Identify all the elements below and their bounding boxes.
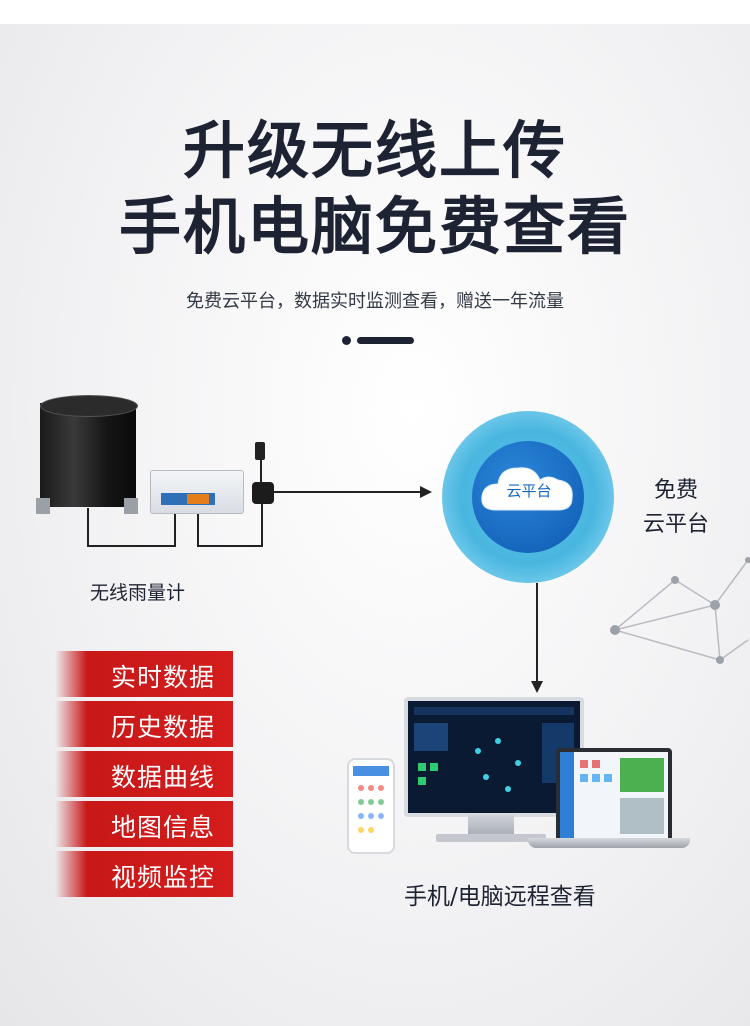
headline-line2: 手机电脑免费查看 <box>118 190 631 263</box>
controller-accent <box>187 494 209 504</box>
feature-label: 视频监控 <box>110 863 215 892</box>
gauge-rim <box>40 395 138 417</box>
feature-data-curve: 数据曲线 <box>55 751 233 797</box>
feature-label: 实时数据 <box>110 663 215 692</box>
free-cloud-label-line2: 云平台 <box>642 512 709 537</box>
feature-video-monitoring: 视频监控 <box>55 851 233 897</box>
power-adapter-icon <box>252 482 274 504</box>
network-decoration-icon <box>610 557 750 664</box>
arrow-right-icon <box>274 486 432 498</box>
data-controller <box>150 470 244 514</box>
divider-dot <box>342 336 351 345</box>
monitor-base <box>436 834 546 842</box>
cloud-badge-label: 云平台 <box>506 482 552 500</box>
feature-label: 地图信息 <box>110 813 215 842</box>
gauge-label: 无线雨量计 <box>90 582 186 604</box>
gauge-leg-right <box>124 498 138 514</box>
subtitle: 免费云平台，数据实时监测查看，赠送一年流量 <box>186 291 564 312</box>
laptop-base <box>528 838 690 848</box>
arrow-down-icon <box>531 583 543 693</box>
laptop-dashboard <box>560 752 664 840</box>
monitor-dashboard <box>414 707 574 792</box>
monitor-stand <box>468 815 514 837</box>
free-cloud-label: 免费 云平台 <box>636 474 716 542</box>
phone-icon <box>347 758 395 854</box>
cloud-icon <box>481 467 573 511</box>
feature-label: 数据曲线 <box>110 763 215 792</box>
top-strip <box>0 0 750 24</box>
laptop-icon <box>556 748 672 844</box>
free-cloud-label-line1: 免费 <box>653 478 698 503</box>
feature-history-data: 历史数据 <box>55 701 233 747</box>
divider-bar <box>357 337 414 344</box>
feature-map-info: 地图信息 <box>55 801 233 847</box>
gauge-leg-left <box>36 498 50 514</box>
feature-realtime-data: 实时数据 <box>55 651 233 697</box>
cable-lines <box>87 460 263 547</box>
devices-label: 手机/电脑远程查看 <box>404 884 596 910</box>
feature-label: 历史数据 <box>110 713 215 742</box>
headline-line1: 升级无线上传 <box>182 114 567 187</box>
phone-dashboard <box>353 766 389 833</box>
plug-icon <box>255 442 265 460</box>
gauge-cylinder <box>40 403 136 507</box>
